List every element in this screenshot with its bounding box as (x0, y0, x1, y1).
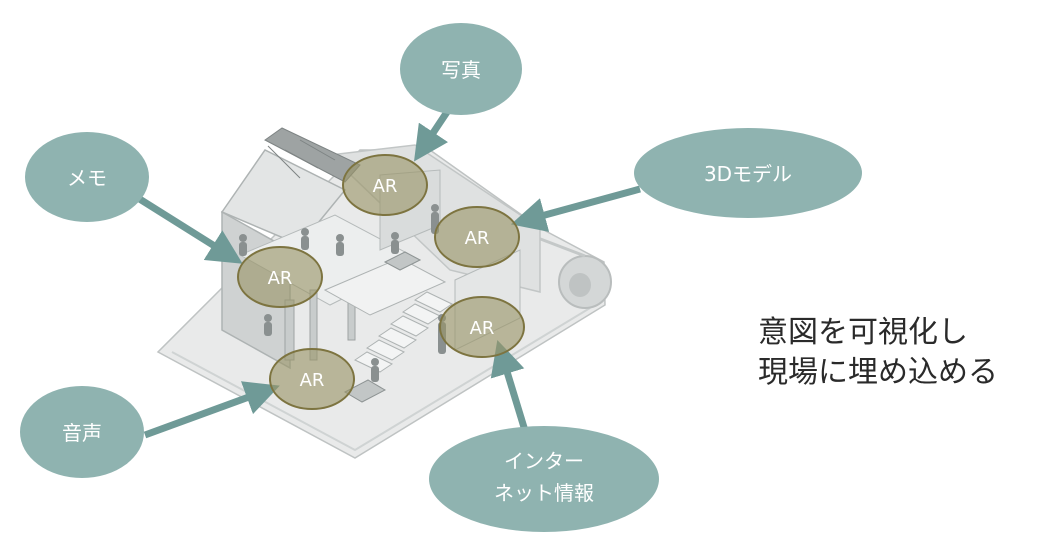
ar-label: AR (300, 370, 325, 391)
arrow-photo (414, 110, 450, 162)
callout-photo: 写真 (400, 23, 522, 115)
ar-marker-3d-model: AR (434, 206, 520, 268)
caption-line-2: 現場に埋め込める (758, 355, 998, 390)
ar-label: AR (373, 176, 398, 197)
callout-internet: インター ネット情報 (429, 426, 659, 532)
callout-audio: 音声 (20, 386, 144, 478)
caption: 意図を可視化し 現場に埋め込める (758, 313, 998, 393)
callout-memo-label: メモ (67, 166, 107, 190)
callout-3d-model-label: 3Dモデル (704, 162, 792, 186)
callout-3d-model: 3Dモデル (634, 128, 862, 218)
ar-label: AR (470, 318, 495, 339)
callout-internet-line2: ネット情報 (494, 481, 594, 505)
arrow-memo (136, 195, 243, 264)
ar-label: AR (465, 228, 490, 249)
ar-label: AR (268, 268, 293, 289)
caption-line-1: 意図を可視化し (758, 315, 968, 350)
ar-marker-photo: AR (342, 154, 428, 216)
callout-memo: メモ (25, 132, 149, 222)
callout-internet-line1: インター (504, 449, 584, 473)
callout-audio-label: 音声 (62, 421, 102, 445)
ar-marker-memo: AR (237, 246, 323, 308)
arrow-3d-model (510, 185, 641, 232)
arrow-audio (143, 381, 280, 439)
ar-marker-internet: AR (439, 296, 525, 358)
ar-marker-audio: AR (269, 348, 355, 410)
callout-photo-label: 写真 (441, 58, 481, 82)
